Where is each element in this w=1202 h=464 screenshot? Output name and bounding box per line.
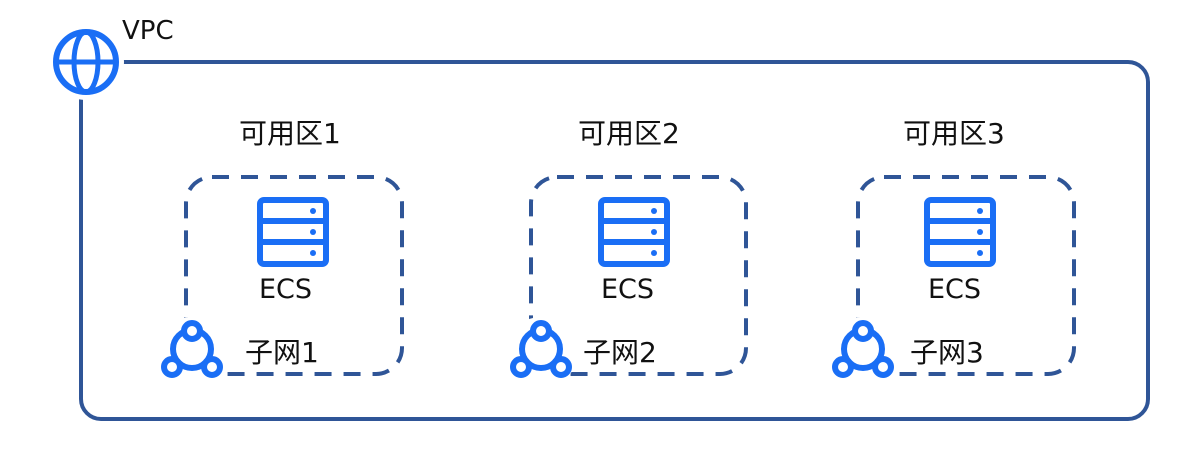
vpc-label: VPC — [122, 16, 174, 46]
ecs-label-3: ECS — [928, 274, 982, 305]
globe-icon — [48, 24, 124, 100]
vpc-container — [79, 60, 1150, 421]
server-icon — [924, 197, 996, 267]
subnet-label-2: 子网2 — [583, 336, 657, 369]
server-icon — [257, 197, 329, 267]
subnet-icon — [827, 317, 899, 389]
zone-box-2 — [529, 175, 748, 376]
ecs-label-1: ECS — [259, 274, 313, 305]
zone-box-3 — [856, 175, 1076, 376]
subnet-label-1: 子网1 — [245, 336, 319, 369]
ecs-label-2: ECS — [601, 274, 655, 305]
zone-label-1: 可用区1 — [239, 117, 341, 150]
zone-label-2: 可用区2 — [578, 117, 680, 150]
zone-label-3: 可用区3 — [903, 117, 1005, 150]
zone-box-1 — [184, 175, 404, 376]
subnet-label-3: 子网3 — [910, 336, 984, 369]
subnet-icon — [505, 317, 577, 389]
subnet-icon — [156, 317, 228, 389]
server-icon — [598, 197, 670, 267]
